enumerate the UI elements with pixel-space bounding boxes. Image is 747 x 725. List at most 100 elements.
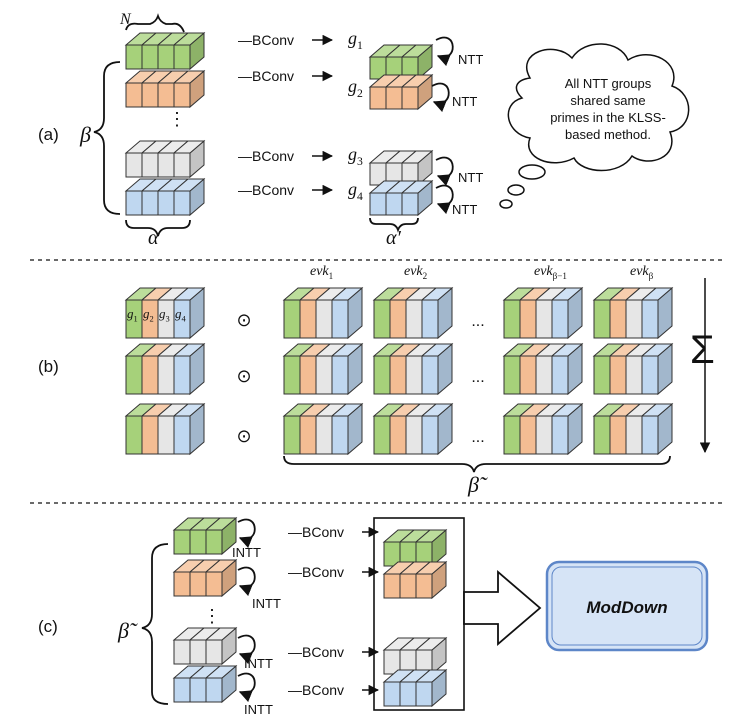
c-result-block-4 [382,668,448,708]
b-evk-block-r1-4 [592,286,674,340]
b-evk-block-r2-3 [502,342,584,396]
alpha-brace [125,219,191,237]
a-bconv-label-2: —BConv [238,68,294,84]
panel-c-label: (c) [38,617,58,636]
c-bconv-label-4: —BConv [288,682,344,698]
a-ntt-label-3: NTT [458,170,483,185]
b-evk-block-r1-3 [502,286,584,340]
b-evk-block-r3-4 [592,402,674,456]
c-intt-label-2: INTT [252,596,281,611]
panel-a-label: (a) [38,125,59,144]
note-line-4: based method. [565,127,651,142]
a-input-block-4 [124,177,206,217]
c-intt-loop-4 [237,672,256,703]
note-line-3: primes in the KLSS- [550,110,666,125]
b-evk-block-r1-2 [372,286,454,340]
c-bconv-label-3: —BConv [288,644,344,660]
beta-brace-a [93,61,121,215]
b-input-block-1 [124,286,206,340]
c-bconv-label-2: —BConv [288,564,344,580]
b-group-label-4: g4 [175,306,187,324]
a-input-block-1 [124,31,206,71]
c-intt-label-1: INTT [232,545,261,560]
b-odot-3: ⊙ [236,426,251,446]
b-evk-block-r3-2 [372,402,454,456]
alpha-label: α [148,227,159,249]
a-ntt-block-1 [368,43,434,81]
a-ntt-loop-4 [435,184,454,215]
c-input-block-2 [172,558,238,598]
beta-tilde-c: β̃ [117,618,138,643]
moddown-block: ModDown [545,560,709,652]
b-group-label-2: g2 [143,306,154,324]
c-input-block-1 [172,516,238,556]
c-result-block-3 [382,636,448,676]
a-ntt-block-2 [368,73,434,111]
b-input-block-3 [124,402,206,456]
a-ntt-label-2: NTT [452,94,477,109]
c-intt-loop-2 [237,566,256,597]
b-evk-label-4: evkβ [630,264,654,281]
a-bconv-label-3: —BConv [238,148,294,164]
note-line-2: shared same [570,93,645,108]
a-input-block-3 [124,139,206,179]
alpha-prime-brace [369,217,419,233]
b-evk-label-1: evk1 [310,264,333,281]
c-input-block-3 [172,626,238,666]
b-odot-1: ⊙ [236,310,251,330]
b-evk-label-2: evk2 [404,264,428,281]
beta-tilde-brace-b [283,455,671,473]
b-ellipsis-1: ... [471,313,484,330]
n-label: N [119,11,132,28]
c-intt-label-3: INTT [244,656,273,671]
beta-label-a: β [79,122,91,147]
b-input-block-2 [124,342,206,396]
a-ntt-label-1: NTT [458,52,483,67]
beta-tilde-brace-c [141,543,169,705]
moddown-arrow [463,570,542,646]
note-cloud: All NTT groups shared same primes in the… [499,43,690,209]
c-bconv-label-1: —BConv [288,524,344,540]
a-ntt-loop-1 [435,36,454,67]
b-ellipsis-3: ... [471,429,484,446]
diagram-shapes: —BConv—BConv—BConv—BConvg1g2g3g4NTTNTTNT… [30,13,725,717]
a-bconv-label-4: —BConv [238,182,294,198]
b-evk-block-r2-1 [282,342,364,396]
b-evk-block-r3-1 [282,402,364,456]
vertical-dots-a: ⋮ [168,109,186,129]
b-evk-label-3: evkβ−1 [534,264,567,281]
c-result-block-1 [382,528,448,568]
b-evk-block-r3-3 [502,402,584,456]
a-ntt-label-4: NTT [452,202,477,217]
sum-symbol: Σ [690,328,715,372]
alpha-prime-label: α′ [386,227,401,249]
c-intt-label-4: INTT [244,702,273,717]
b-odot-2: ⊙ [236,366,251,386]
b-evk-block-r2-4 [592,342,674,396]
c-intt-loop-3 [237,634,256,665]
a-group-label-2: g2 [348,76,363,100]
beta-tilde-b: β̃ [467,472,488,497]
a-ntt-loop-2 [431,82,450,113]
c-input-block-4 [172,664,238,704]
c-intt-loop-1 [237,518,256,549]
b-group-label-1: g1 [127,306,138,324]
a-group-label-4: g4 [348,179,363,203]
panel-b-label: (b) [38,357,59,376]
a-group-label-3: g3 [348,144,363,168]
n-brace [125,13,185,33]
a-ntt-block-4 [368,179,434,217]
b-ellipsis-2: ... [471,369,484,386]
c-result-block-2 [382,560,448,600]
a-bconv-label-1: —BConv [238,32,294,48]
a-input-block-2 [124,69,206,109]
moddown-label: ModDown [586,598,667,617]
a-ntt-loop-3 [435,156,454,187]
vertical-dots-c: ⋮ [203,606,221,626]
b-group-label-3: g3 [159,306,170,324]
a-group-label-1: g1 [348,28,363,52]
a-ntt-block-3 [368,149,434,187]
b-evk-block-r2-2 [372,342,454,396]
